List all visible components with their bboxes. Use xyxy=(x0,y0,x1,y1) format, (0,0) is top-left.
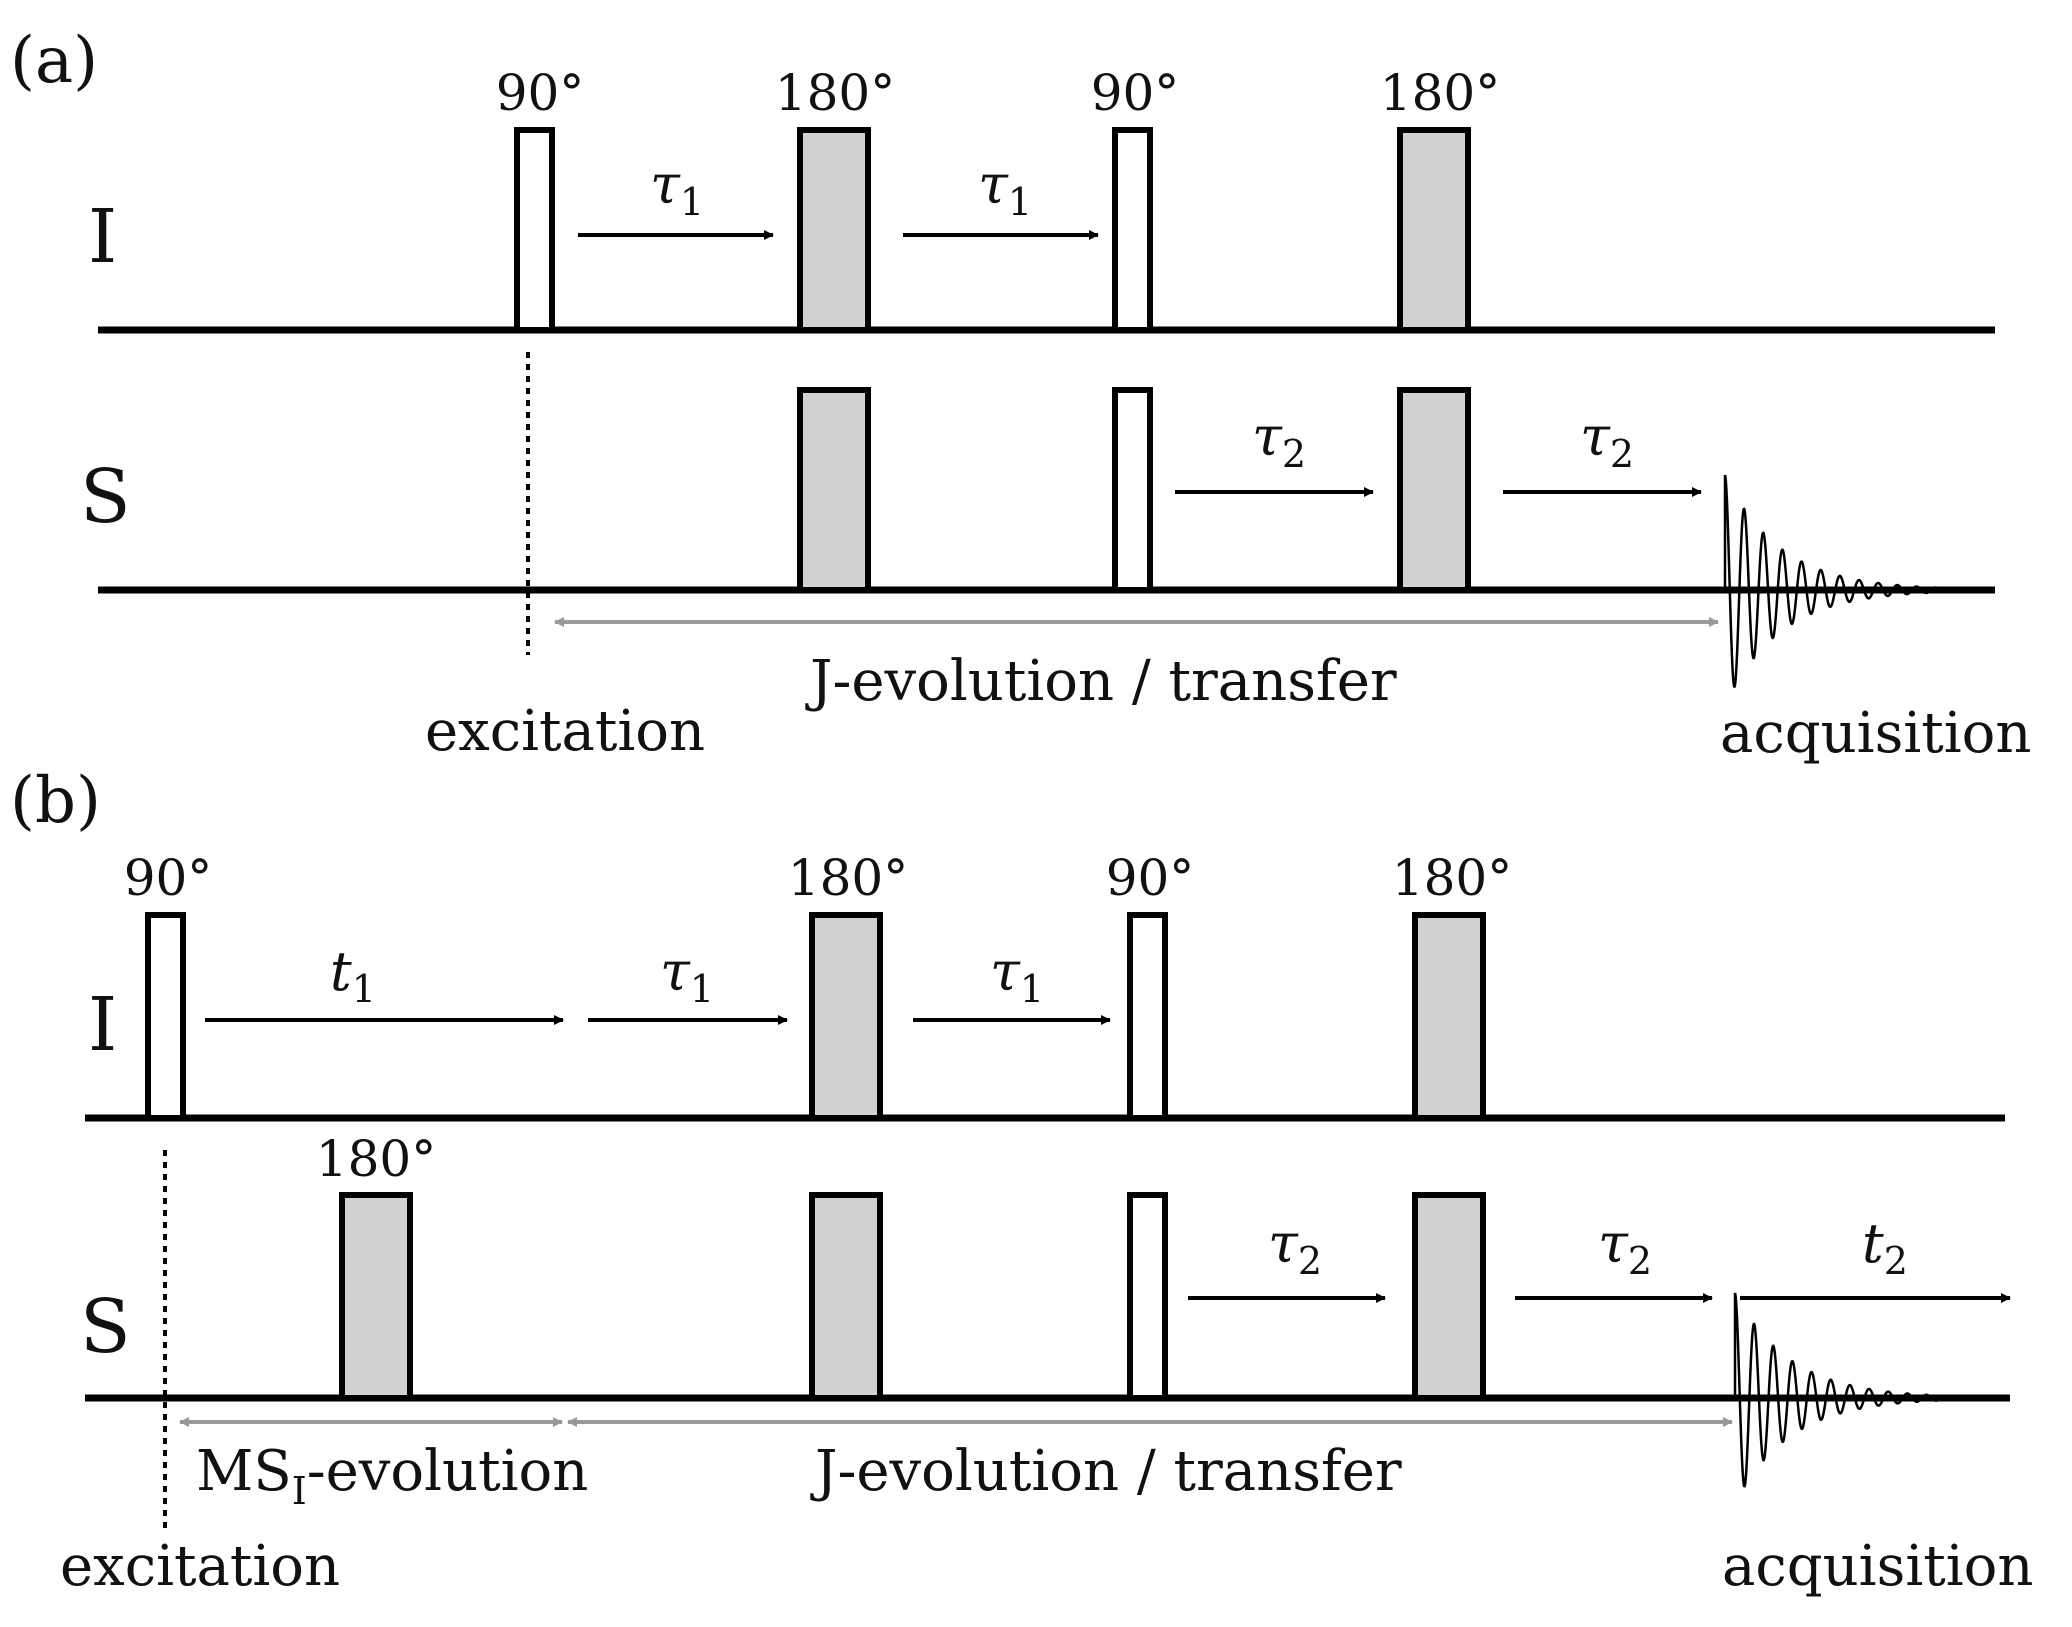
delay-label: τ2 xyxy=(1598,1212,1652,1283)
pulse-180-i-2 xyxy=(1412,912,1486,1121)
pulse-180-s-1 xyxy=(797,387,871,593)
delay-label: τ2 xyxy=(1268,1212,1322,1283)
panel-a: (a) I S 90° 180° 90° 180° τ1 τ1 τ2 τ2 ex… xyxy=(10,24,2031,766)
pulse-180-i-1 xyxy=(797,127,871,333)
panel-b: (b) I S 90° 180° 90° 180° t1 τ1 τ1 180° … xyxy=(10,764,2033,1599)
j-evolution-label: J-evolution / transfer xyxy=(810,1439,1402,1504)
delay-label: t2 xyxy=(1862,1212,1908,1283)
pulse-90-s-1 xyxy=(1127,1192,1168,1401)
fid-signal xyxy=(1733,1292,1965,1488)
pulse-angle-label: 90° xyxy=(496,64,585,122)
channel-s-label: S xyxy=(80,1284,131,1370)
pulse-angle-label: 180° xyxy=(316,1130,436,1188)
delay-label: τ1 xyxy=(978,153,1032,224)
acquisition-label: acquisition xyxy=(1720,701,2031,766)
pulse-90-i-1 xyxy=(514,127,555,333)
channel-i-label: I xyxy=(88,194,117,280)
pulse-angle-label: 180° xyxy=(788,849,908,907)
excitation-label: excitation xyxy=(425,699,705,764)
panel-a-label: (a) xyxy=(10,24,98,98)
delay-label: τ2 xyxy=(1252,405,1306,476)
pulse-90-s-1 xyxy=(1112,387,1153,593)
delay-label: τ1 xyxy=(660,940,714,1011)
pulse-angle-label: 90° xyxy=(1091,64,1180,122)
pulse-180-s-3 xyxy=(1412,1192,1486,1401)
delay-label: τ1 xyxy=(650,153,704,224)
pulse-180-s-2 xyxy=(1397,387,1471,593)
delay-label: τ1 xyxy=(990,940,1044,1011)
pulse-angle-label: 90° xyxy=(1106,849,1195,907)
pulse-180-s-2 xyxy=(809,1192,883,1401)
pulse-90-i-2 xyxy=(1112,127,1153,333)
pulse-angle-label: 180° xyxy=(1380,64,1500,122)
pulse-180-i-2 xyxy=(1397,127,1471,333)
j-evolution-label: J-evolution / transfer xyxy=(805,649,1397,714)
pulse-180-s-1 xyxy=(339,1192,413,1401)
acquisition-label: acquisition xyxy=(1722,1534,2033,1599)
channel-i-label: I xyxy=(88,982,117,1068)
fid-signal xyxy=(1723,474,1955,689)
pulse-180-i-1 xyxy=(809,912,883,1121)
delay-label: t1 xyxy=(330,940,376,1011)
panel-b-label: (b) xyxy=(10,764,101,838)
pulse-angle-label: 180° xyxy=(775,64,895,122)
pulse-90-i-1 xyxy=(145,912,186,1121)
excitation-label: excitation xyxy=(60,1534,340,1599)
pulse-angle-label: 90° xyxy=(124,849,213,907)
pulse-angle-label: 180° xyxy=(1392,849,1512,907)
ms-evolution-label: MSI-evolution xyxy=(196,1439,588,1513)
delay-label: τ2 xyxy=(1580,405,1634,476)
pulse-90-i-2 xyxy=(1127,912,1168,1121)
channel-s-label: S xyxy=(80,454,131,540)
